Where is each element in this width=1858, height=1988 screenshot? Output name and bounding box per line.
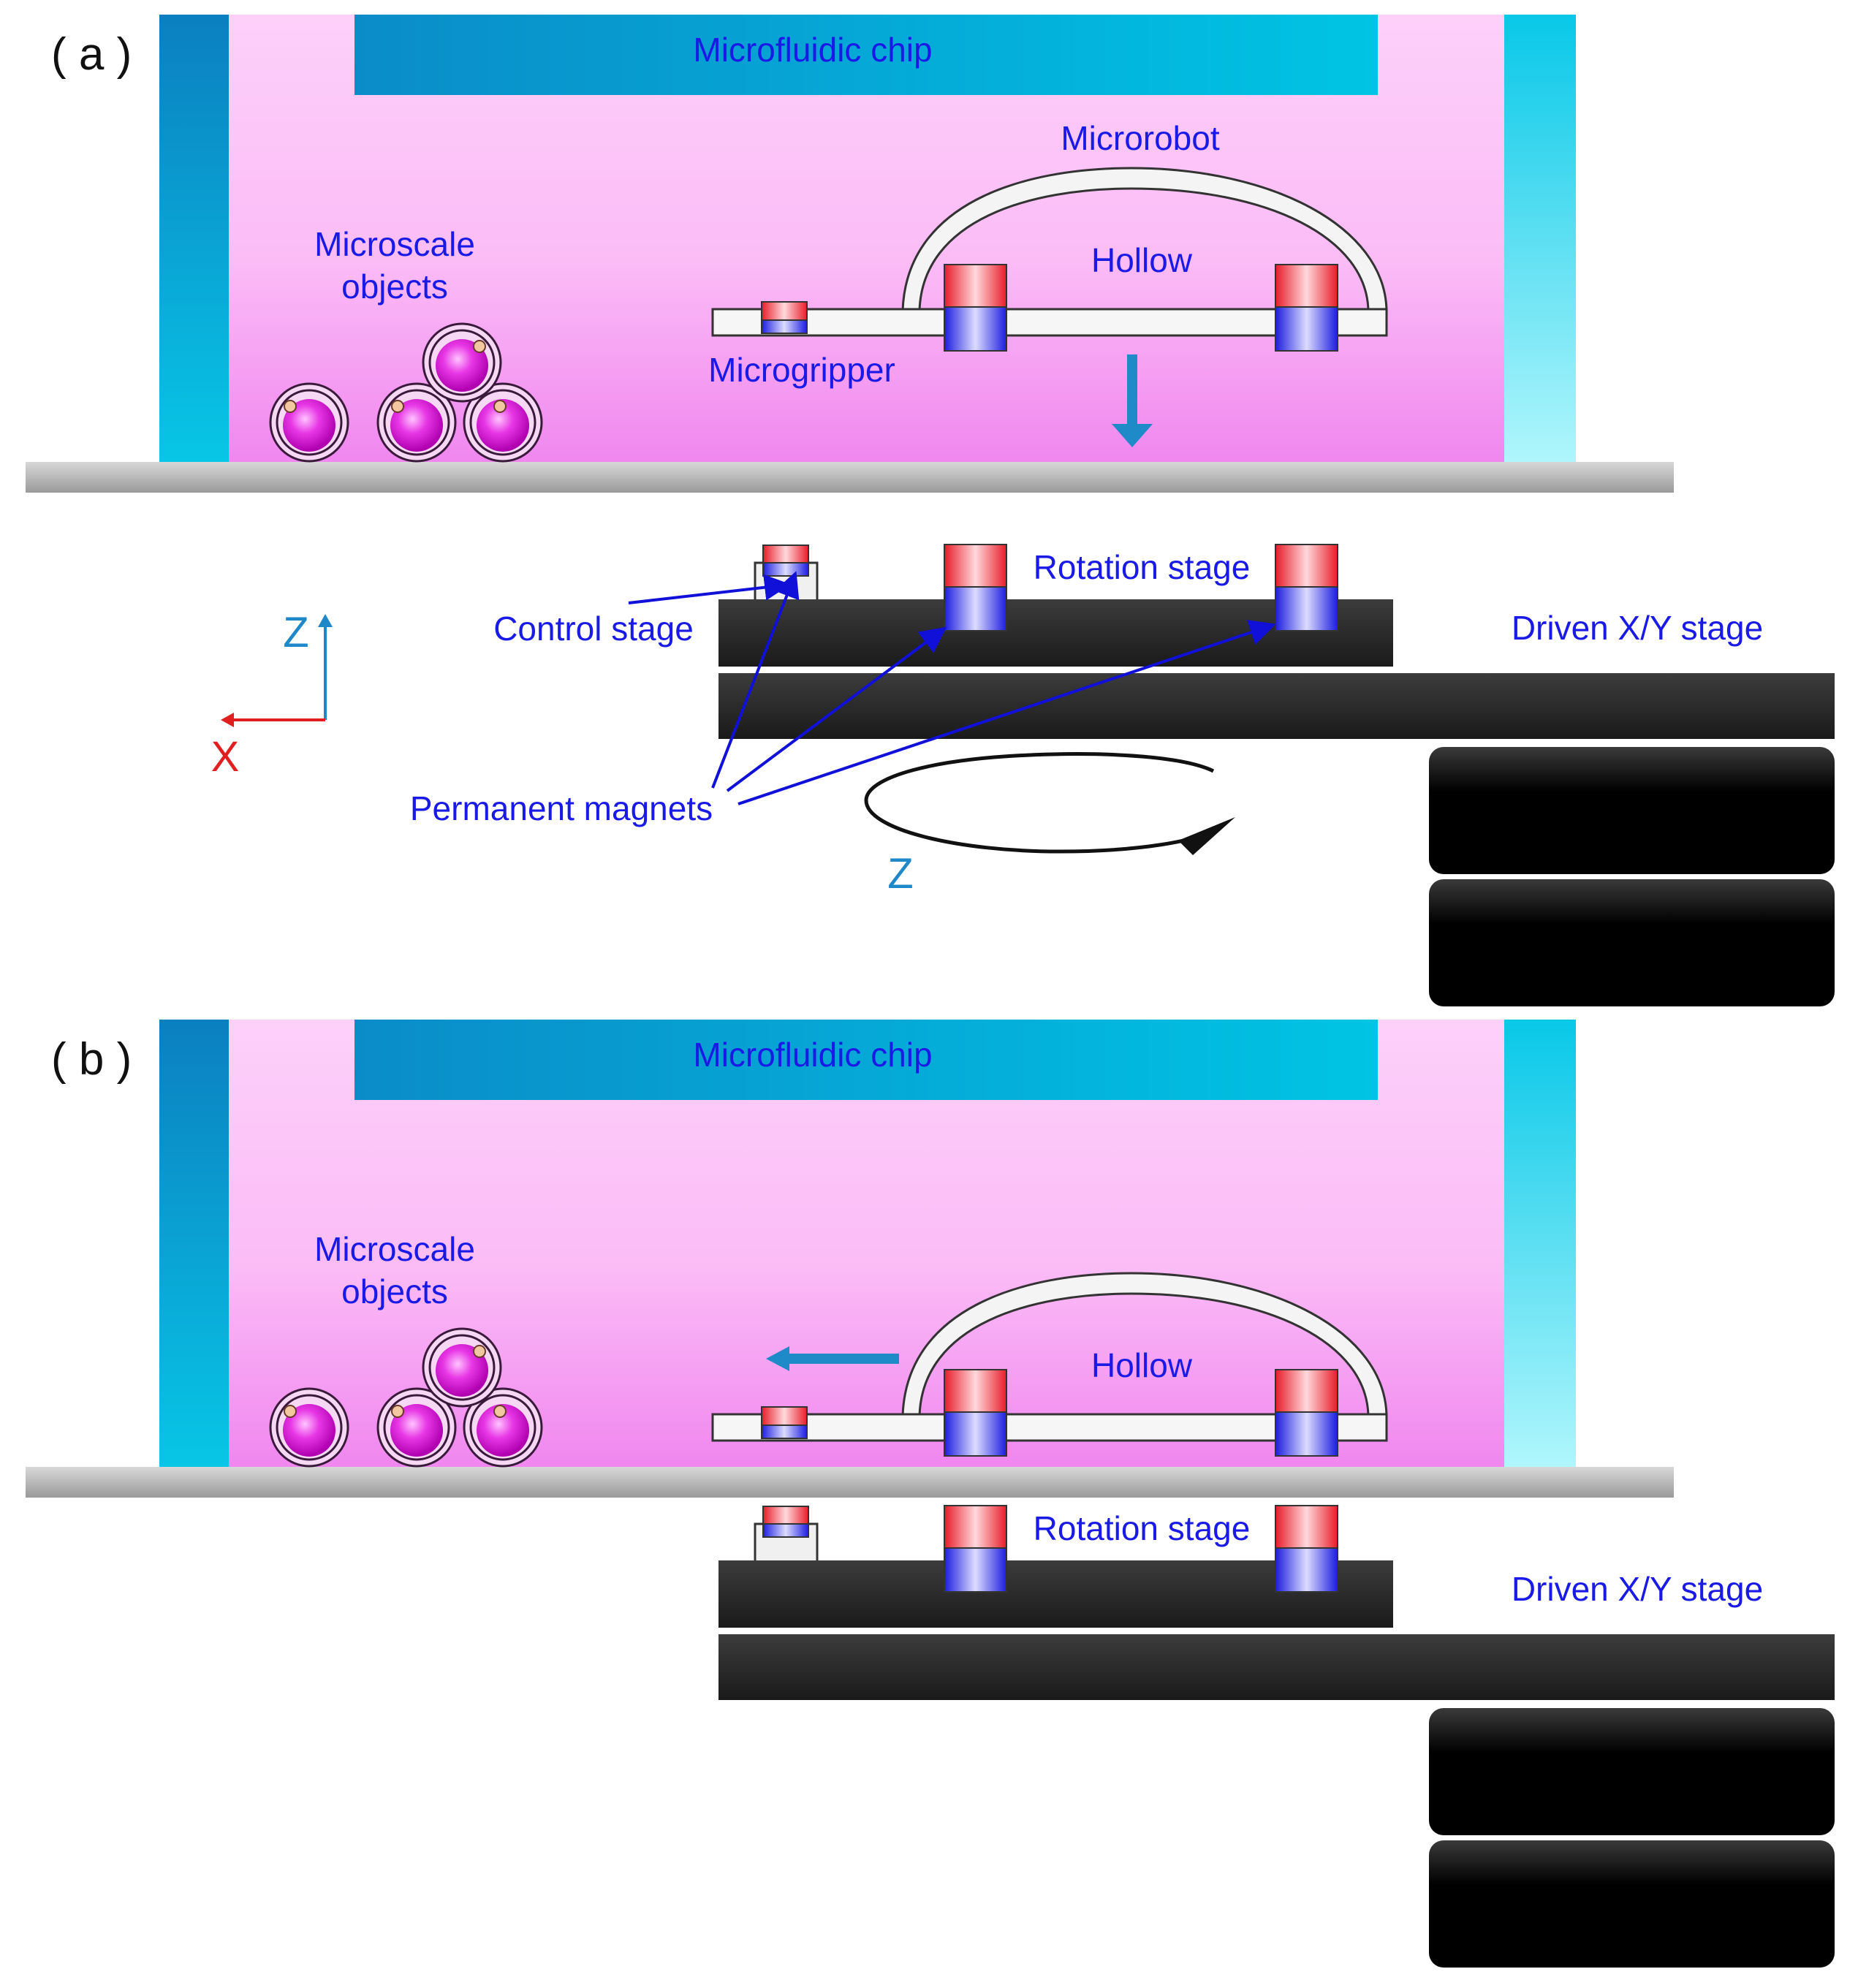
driven-stage-label: Driven X/Y stage — [1512, 609, 1763, 647]
permanent-magnets-label: Permanent magnets — [410, 789, 713, 827]
magnet-south — [944, 586, 1007, 631]
microfluidic-chip-label: Microfluidic chip — [693, 1036, 932, 1074]
panel-b: ( b ) Microfluidic chip — [26, 1020, 1835, 1968]
magnet-south — [944, 306, 1007, 352]
cell-object — [422, 1327, 502, 1408]
magnet-north — [1275, 1369, 1338, 1413]
microrobot-base — [711, 308, 1388, 337]
objects-label: objects — [341, 1272, 448, 1310]
chamber-wall-right — [1504, 15, 1576, 462]
axis-z-label: Z — [283, 609, 308, 656]
magnet-pointer — [711, 571, 800, 789]
rotation-stage-label: Rotation stage — [1034, 548, 1251, 586]
microscale-label: Microscale — [314, 225, 475, 263]
magnet-north — [944, 1505, 1007, 1549]
control-stage-pointer — [628, 574, 791, 604]
microfluidic-chip-bar — [354, 1020, 1378, 1100]
cell-object — [463, 1387, 543, 1468]
panel-a-label: ( a ) — [51, 29, 132, 80]
cell-object — [376, 1387, 457, 1468]
coordinate-axes — [221, 614, 333, 727]
cell-object — [463, 382, 543, 463]
magnet-pointer — [726, 626, 947, 792]
cell-object — [269, 1387, 349, 1468]
magnet-south — [1275, 586, 1338, 631]
down-arrow-icon — [1112, 354, 1153, 447]
magnet-south — [761, 1424, 808, 1439]
magnet-north — [761, 301, 808, 321]
driven-stage-label: Driven X/Y stage — [1512, 1570, 1763, 1608]
magnet-south — [762, 1523, 809, 1538]
hollow-label: Hollow — [1091, 241, 1193, 279]
magnet-south — [761, 319, 808, 334]
pointer-arrows — [628, 571, 1276, 805]
magnet-north — [944, 1369, 1007, 1413]
microfluidic-chip-bar — [354, 15, 1378, 95]
microrobot-base — [711, 1413, 1388, 1442]
magnet-south — [762, 562, 809, 577]
magnet-south — [1275, 1411, 1338, 1457]
stage-block — [1429, 1708, 1835, 1835]
hollow-label: Hollow — [1091, 1346, 1193, 1384]
magnet-north — [1275, 264, 1338, 308]
chamber-wall-left — [159, 15, 229, 462]
chamber-wall-right — [1504, 1020, 1576, 1467]
microrobot-label: Microrobot — [1061, 119, 1220, 157]
rotation-arrow-icon — [864, 752, 1235, 855]
axis-x-label: X — [211, 733, 240, 781]
chamber-wall-left — [159, 1020, 229, 1467]
magnet-south — [944, 1411, 1007, 1457]
rotation-stage-label: Rotation stage — [1034, 1509, 1251, 1547]
microscale-objects — [269, 1327, 543, 1468]
stage-assembly-b — [718, 1505, 1835, 1968]
glass-substrate — [26, 462, 1674, 493]
microfluidic-chip-label: Microfluidic chip — [693, 31, 932, 69]
stage-block — [1429, 879, 1835, 1006]
magnet-north — [1275, 1505, 1338, 1549]
panel-b-label: ( b ) — [51, 1034, 132, 1085]
cell-object — [376, 382, 457, 463]
rotation-axis-label: Z — [887, 850, 913, 898]
objects-label: objects — [341, 268, 448, 306]
magnet-north — [944, 544, 1007, 588]
stage-block — [1429, 747, 1835, 874]
magnet-north — [762, 545, 809, 564]
magnet-pointer — [737, 620, 1276, 805]
magnet-north — [762, 1506, 809, 1525]
left-arrow-icon — [766, 1346, 899, 1371]
chamber-b: Microfluidic chip — [159, 1020, 1576, 1467]
stage-assembly-a — [718, 544, 1835, 1006]
magnet-north — [1275, 544, 1338, 588]
magnet-south — [1275, 306, 1338, 352]
microgripper-label: Microgripper — [708, 351, 895, 389]
panel-a: ( a ) Microfluidic chip — [26, 15, 1835, 1006]
driven-xy-stage — [718, 673, 1835, 739]
driven-xy-stage — [718, 1634, 1835, 1700]
magnet-north — [944, 264, 1007, 308]
magnet-south — [1275, 1547, 1338, 1593]
microscale-objects — [269, 322, 543, 463]
microrobot — [711, 1272, 1388, 1457]
stage-block — [1429, 1840, 1835, 1968]
microscale-label: Microscale — [314, 1230, 475, 1268]
magnet-south — [944, 1547, 1007, 1593]
glass-substrate — [26, 1467, 1674, 1498]
cell-object — [269, 382, 349, 463]
control-stage-label: Control stage — [493, 610, 694, 648]
cell-object — [422, 322, 502, 403]
magnet-north — [761, 1406, 808, 1426]
microrobot — [711, 167, 1388, 352]
